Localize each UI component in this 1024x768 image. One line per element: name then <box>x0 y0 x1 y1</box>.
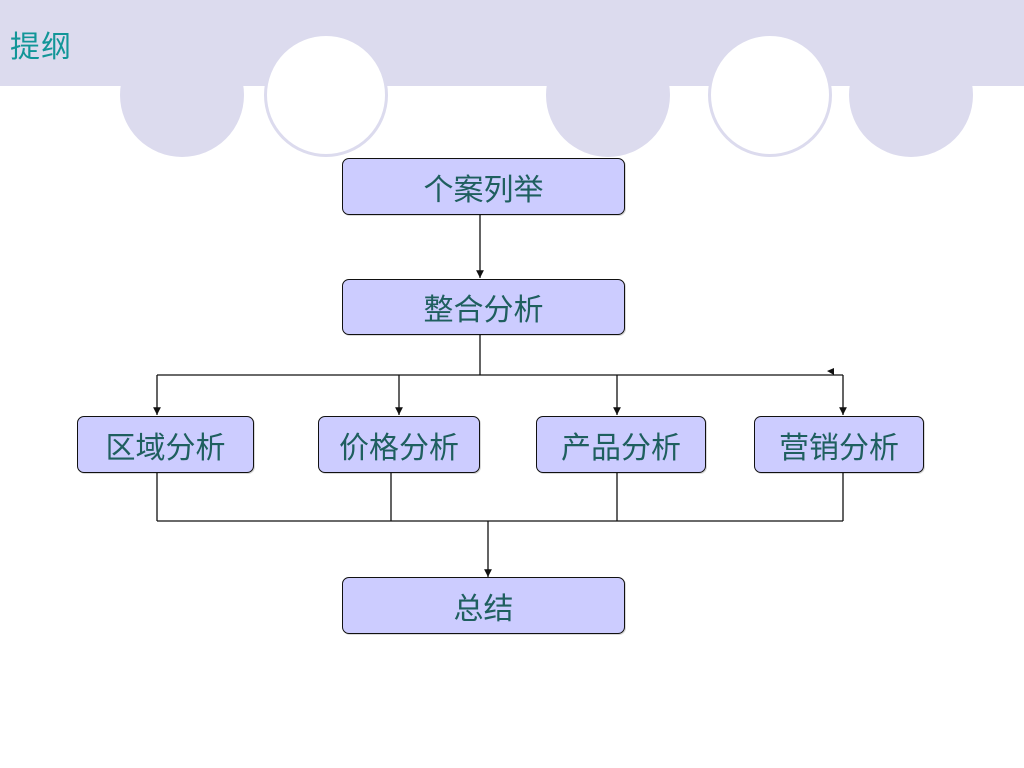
stray-arrowhead <box>827 368 834 375</box>
node-marketing-analysis: 营销分析 <box>754 416 924 473</box>
decor-circle-4 <box>708 33 832 157</box>
decor-circle-5 <box>849 33 973 157</box>
node-integrated-analysis: 整合分析 <box>342 279 625 335</box>
node-price-analysis: 价格分析 <box>318 416 480 473</box>
node-product-analysis: 产品分析 <box>536 416 706 473</box>
node-case-examples: 个案列举 <box>342 158 625 215</box>
slide-title: 提纲 <box>10 30 72 65</box>
decor-circle-1 <box>120 33 244 157</box>
node-summary: 总结 <box>342 577 625 634</box>
decor-circle-3 <box>546 33 670 157</box>
node-region-analysis: 区域分析 <box>77 416 254 473</box>
decor-circle-2 <box>264 33 388 157</box>
